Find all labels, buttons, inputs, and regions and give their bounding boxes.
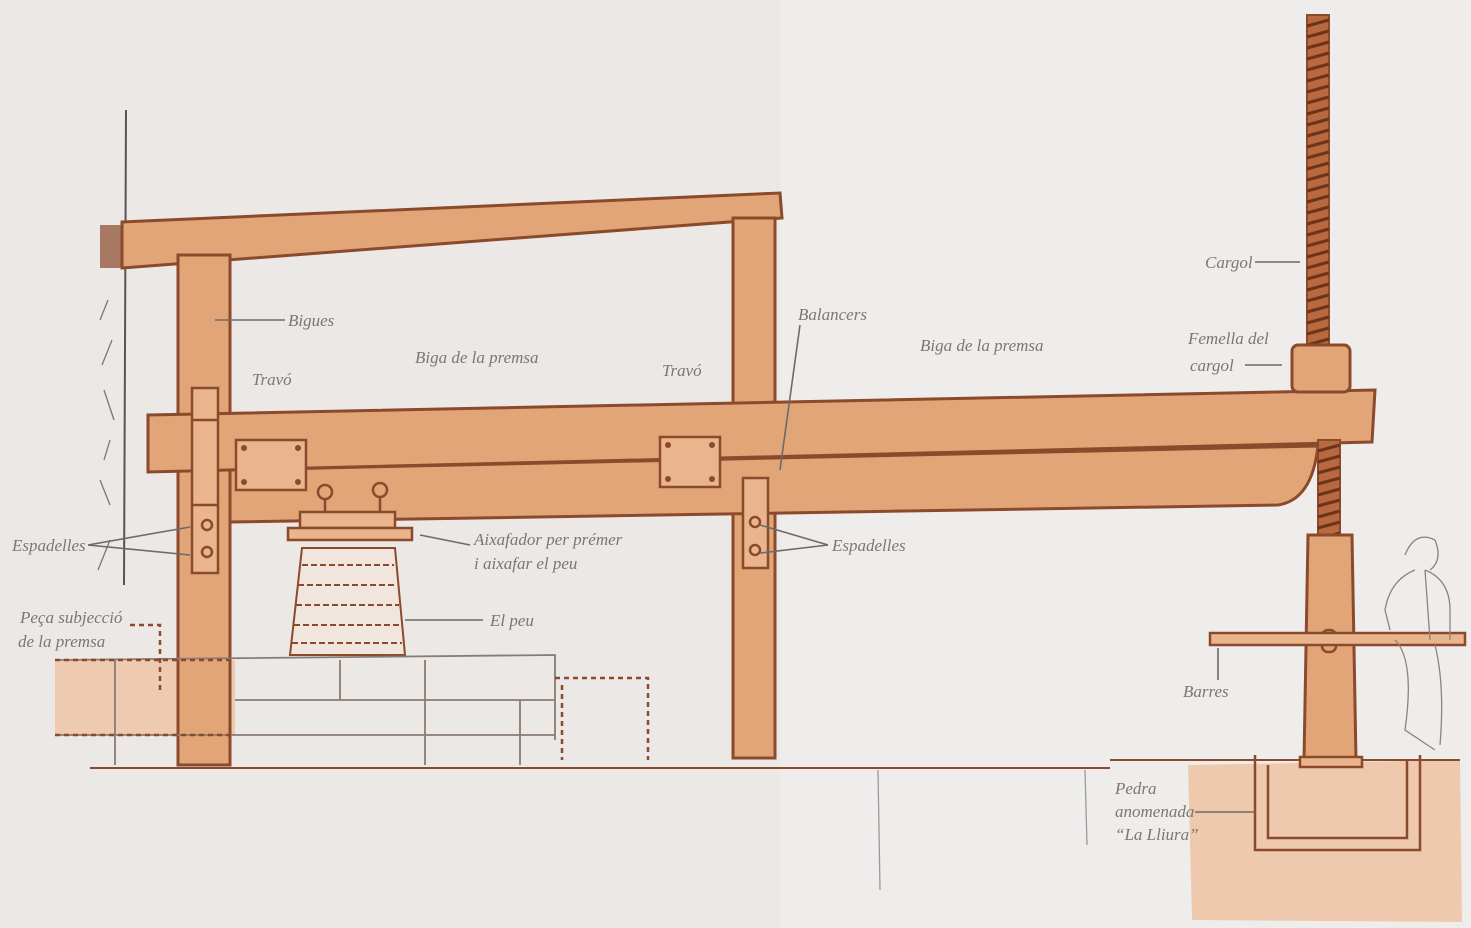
screw-thread	[1306, 51, 1330, 61]
screw-thread	[1317, 465, 1341, 475]
ground-line	[90, 759, 1460, 769]
pit-wash	[1188, 760, 1462, 922]
screw-thread	[1306, 326, 1330, 336]
screw-thread	[1306, 18, 1330, 28]
screw-thread	[1317, 509, 1341, 519]
screw-thread	[1317, 454, 1341, 464]
screw-thread	[1306, 117, 1330, 127]
label-barres: Barres	[1183, 682, 1229, 701]
screw-thread	[1306, 150, 1330, 160]
label-bigues: Bigues	[288, 311, 335, 330]
screw-thread	[1306, 227, 1330, 237]
label-biga-left: Biga de la premsa	[415, 348, 539, 367]
screw-thread	[1317, 487, 1341, 497]
label-femella-2: cargol	[1190, 356, 1234, 375]
screw-thread	[1306, 238, 1330, 248]
screw-thread	[1306, 29, 1330, 39]
barres-bar	[1208, 631, 1467, 647]
screw-thread	[1306, 194, 1330, 204]
label-pedra-2: anomenada	[1115, 802, 1194, 821]
travo-plate-left	[234, 438, 308, 492]
screw-thread	[1306, 73, 1330, 83]
screw-thread	[1317, 476, 1341, 486]
label-femella-1: Femella del	[1187, 329, 1269, 348]
label-travo-left: Travó	[252, 370, 292, 389]
screw-thread	[1306, 106, 1330, 116]
screw-thread	[1306, 84, 1330, 94]
label-peca-2: de la premsa	[18, 632, 105, 651]
screw-thread	[1306, 183, 1330, 193]
stone-base	[54, 623, 650, 765]
label-aixafador-1: Aixafador per prémer	[473, 530, 623, 549]
espadelles-left	[190, 386, 220, 575]
label-pedra-1: Pedra	[1114, 779, 1157, 798]
screw-thread	[1306, 40, 1330, 50]
label-pedra-3: “La Lliura”	[1115, 825, 1199, 844]
screw-thread	[1306, 282, 1330, 292]
travo-plate-right	[658, 435, 722, 489]
screw-thread	[1306, 205, 1330, 215]
screw-thread	[1306, 161, 1330, 171]
wall	[97, 109, 127, 586]
screw-thread	[1306, 293, 1330, 303]
screw-thread	[1306, 172, 1330, 182]
label-espadelles-right: Espadelles	[831, 536, 906, 555]
screw-thread	[1306, 139, 1330, 149]
pit-la-lliura	[1253, 755, 1422, 852]
espadelles-right	[741, 476, 770, 570]
screw-column	[1302, 533, 1358, 762]
press-beam-upper	[146, 388, 1377, 474]
label-aixafador-2: i aixafar el peu	[474, 554, 577, 573]
screw-thread	[1306, 271, 1330, 281]
screw-thread	[1306, 260, 1330, 270]
screw-thread	[1306, 62, 1330, 72]
screw-thread	[1317, 498, 1341, 508]
screw-threads	[1306, 18, 1341, 541]
label-biga-right: Biga de la premsa	[920, 336, 1044, 355]
screw-thread	[1306, 315, 1330, 325]
screw-thread	[1306, 249, 1330, 259]
screw-thread	[1306, 304, 1330, 314]
screw-thread	[1306, 95, 1330, 105]
label-balancers: Balancers	[798, 305, 867, 324]
label-travo-right: Travó	[662, 361, 702, 380]
ground-sketch	[877, 769, 1088, 891]
person-sketch	[1384, 536, 1451, 751]
top-beam	[120, 191, 784, 270]
screw-thread	[1317, 443, 1341, 453]
screw-thread	[1317, 520, 1341, 530]
screw-nut-femella	[1290, 343, 1352, 394]
label-peca-1: Peça subjecció	[19, 608, 123, 627]
screw-thread	[1306, 128, 1330, 138]
screw-thread	[1306, 216, 1330, 226]
aixafador-plate	[286, 481, 414, 542]
label-el-peu: El peu	[489, 611, 534, 630]
label-espadelles-left: Espadelles	[11, 536, 86, 555]
leader-lines	[87, 261, 1300, 813]
label-cargol: Cargol	[1205, 253, 1253, 272]
basket-el-peu	[288, 547, 407, 656]
